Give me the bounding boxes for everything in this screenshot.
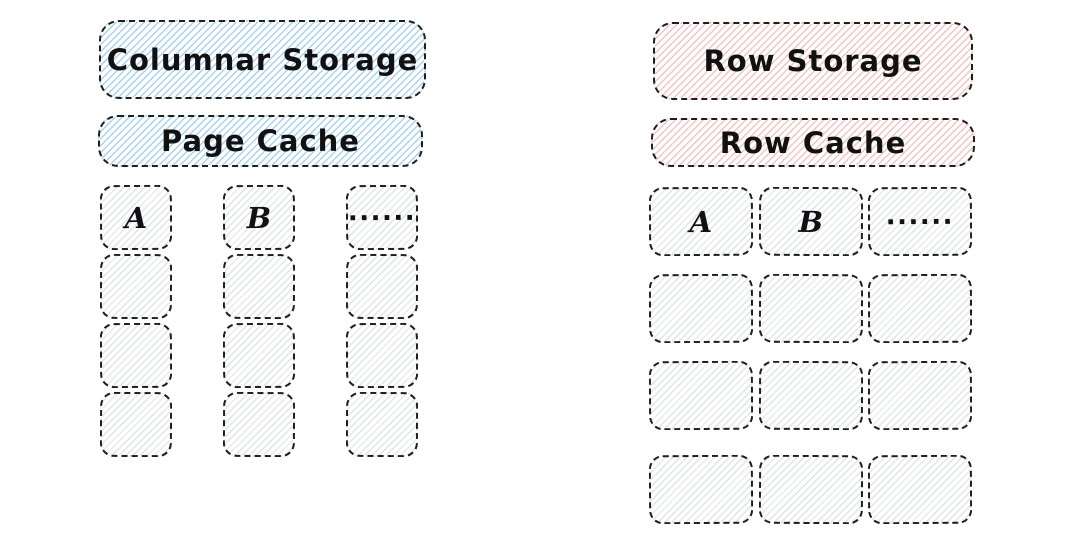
row-storage-title: Row Storage — [703, 44, 923, 78]
row-storage-header-box: Row Storage — [653, 22, 973, 100]
row-1-cell-a: A — [648, 186, 753, 257]
column-more-header-cell: ...... — [345, 184, 419, 251]
row-2-cell — [758, 273, 863, 344]
column-a-cell — [99, 391, 173, 458]
row-2-cell — [648, 273, 753, 344]
column-more-cell — [345, 391, 419, 458]
row-label-more: ...... — [885, 200, 955, 231]
row-4-cell — [868, 454, 973, 525]
column-more-label: ...... — [347, 196, 417, 227]
column-b-cell — [222, 322, 296, 389]
column-a-header-cell: A — [99, 184, 173, 251]
columnar-storage-title: Columnar Storage — [106, 42, 419, 77]
row-label-b: B — [798, 204, 823, 239]
column-a-cell — [99, 253, 173, 320]
row-2-cell — [868, 273, 973, 344]
column-more-cell — [345, 253, 419, 320]
column-a-label: A — [124, 200, 148, 235]
row-1-cell-b: B — [758, 186, 863, 257]
row-3-cell — [758, 360, 863, 431]
column-more: ...... — [345, 184, 419, 461]
row-cells-group: A B ...... — [648, 186, 973, 525]
row-cache-label: Row Cache — [719, 125, 907, 160]
row-3-cell — [648, 360, 753, 431]
column-b: B — [222, 184, 296, 461]
row-4-cell — [758, 454, 863, 525]
column-a-cell — [99, 322, 173, 389]
column-b-cell — [222, 253, 296, 320]
row-1-cell-more: ...... — [868, 186, 973, 257]
column-b-cell — [222, 391, 296, 458]
columnar-cells-group: A B ...... — [99, 184, 419, 461]
row-4 — [648, 454, 973, 525]
page-cache-label: Page Cache — [161, 124, 360, 158]
row-label-a: A — [689, 204, 713, 239]
column-a: A — [99, 184, 173, 461]
row-cache-box: Row Cache — [651, 118, 975, 167]
column-more-cell — [345, 322, 419, 389]
row-3 — [648, 360, 973, 431]
row-2 — [648, 273, 973, 344]
column-b-label: B — [246, 200, 272, 235]
page-cache-box: Page Cache — [98, 115, 423, 167]
column-b-header-cell: B — [222, 184, 296, 251]
row-4-cell — [648, 454, 753, 525]
columnar-storage-header-box: Columnar Storage — [99, 20, 426, 99]
row-3-cell — [868, 360, 973, 431]
row-1: A B ...... — [648, 186, 973, 257]
